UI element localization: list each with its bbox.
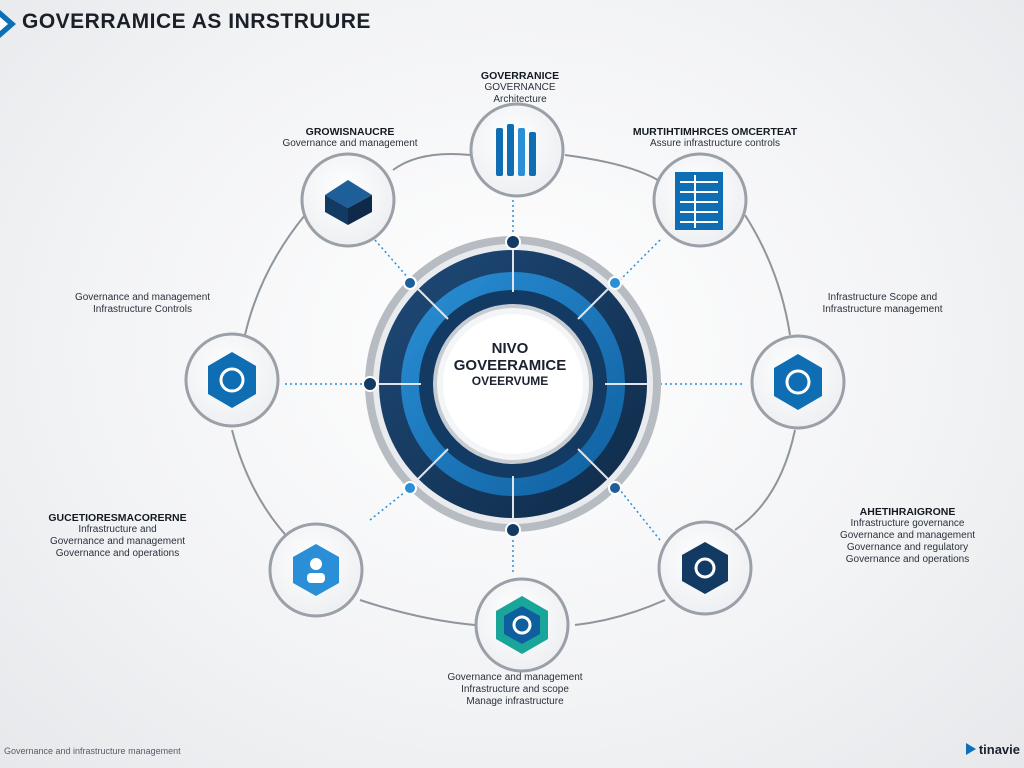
- label-bottom-line-1: Governance and management: [447, 672, 583, 683]
- label-left-line-1: Governance and management: [74, 292, 211, 303]
- label-upper-left: GROWISNAUCRE Governance and management: [255, 126, 445, 150]
- hex-gear-icon: [208, 352, 256, 408]
- label-lower-right-heading: AHETIHRAIGRONE: [859, 506, 956, 518]
- label-right-line-1: Infrastructure Scope and: [827, 292, 938, 303]
- label-bottom-line-2: Infrastructure and scope: [461, 684, 569, 695]
- label-upper-left-line-1: Governance and management: [282, 138, 418, 149]
- hex-gear-icon: [774, 354, 822, 410]
- node-lower-left: [268, 522, 364, 618]
- brand-name: tinavie: [978, 742, 1020, 757]
- label-lower-left: GUCETIORESMACORERNE Infrastructure and G…: [30, 512, 205, 560]
- node-top: [469, 102, 565, 198]
- node-upper-left: [300, 152, 396, 248]
- label-right-line-2: Infrastructure management: [822, 304, 943, 315]
- node-right: [750, 334, 846, 430]
- central-hub: [362, 234, 661, 538]
- hex-gear-dark-icon: [682, 542, 728, 594]
- tower-icon: [496, 124, 536, 176]
- label-bottom: Governance and management Infrastructure…: [400, 672, 630, 708]
- label-top-line-2: Architecture: [493, 94, 547, 105]
- label-lower-right-line-3: Governance and regulatory: [846, 542, 969, 553]
- label-lower-right-line-1: Infrastructure governance: [850, 518, 965, 529]
- list-board-icon: [675, 172, 723, 230]
- label-top: GOVERRANICE GOVERNANCE Architecture: [380, 70, 660, 106]
- label-lower-left-line-2: Governance and management: [49, 536, 186, 547]
- label-left: Governance and management Infrastructure…: [55, 292, 230, 316]
- label-upper-right-heading: MURTIHTIMHRCES OMCERTEAT: [632, 126, 798, 138]
- label-upper-left-heading: GROWISNAUCRE: [305, 126, 395, 138]
- label-right: Infrastructure Scope and Infrastructure …: [795, 292, 970, 316]
- label-left-line-2: Infrastructure Controls: [93, 304, 192, 315]
- label-bottom-line-3: Manage infrastructure: [466, 696, 564, 707]
- label-lower-right-line-2: Governance and management: [839, 530, 976, 541]
- label-lower-left-line-1: Infrastructure and: [78, 524, 157, 535]
- label-lower-right: AHETIHRAIGRONE Infrastructure governance…: [815, 506, 1000, 566]
- connectors: [285, 195, 745, 575]
- node-upper-right: [652, 152, 748, 248]
- center-line-2: GOVEERAMICE: [453, 357, 567, 374]
- label-lower-left-heading: GUCETIORESMACORERNE: [48, 512, 187, 524]
- label-upper-right: MURTIHTIMHRCES OMCERTEAT Assure infrastr…: [610, 126, 820, 150]
- brand-mark-icon: [965, 743, 976, 755]
- label-lower-left-line-3: Governance and operations: [55, 548, 180, 559]
- node-lower-right: [657, 520, 753, 616]
- center-hub-label: NIVO GOVEERAMICE OVEERVUME: [440, 340, 580, 389]
- label-upper-right-line-1: Assure infrastructure controls: [649, 138, 781, 149]
- page-title: GOVERRAMICE AS INRSTRUURE: [22, 10, 371, 33]
- node-bottom: [474, 577, 570, 673]
- footer-caption: Governance and infrastructure management: [4, 746, 181, 756]
- label-top-line-1: GOVERNANCE: [484, 82, 556, 93]
- center-line-1: NIVO: [491, 340, 529, 357]
- label-top-heading: GOVERRANICE: [480, 70, 560, 82]
- box-icon: [325, 180, 372, 225]
- corner-logo-mark: [0, 10, 16, 38]
- label-lower-right-line-4: Governance and operations: [845, 554, 970, 565]
- node-left: [184, 332, 280, 428]
- brand-logo: tinavie: [965, 742, 1020, 757]
- center-line-3: OVEERVUME: [471, 374, 549, 388]
